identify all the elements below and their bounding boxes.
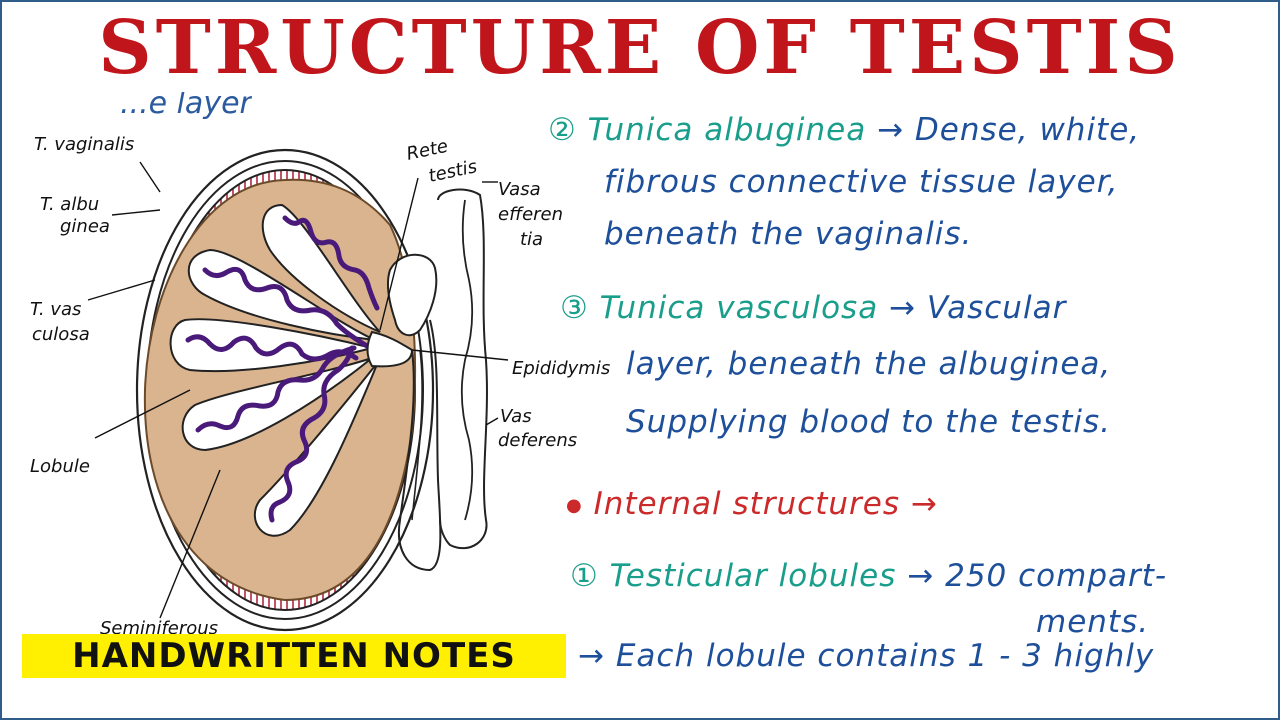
tunica-albuginea-line3: beneath the vaginalis. bbox=[604, 216, 973, 252]
lobule bbox=[261, 203, 381, 333]
pointer-rete-testis bbox=[379, 177, 419, 331]
pointer-epididymis bbox=[411, 349, 509, 361]
arrow-icon: → bbox=[877, 112, 905, 148]
pointer-t-vasculosa bbox=[87, 279, 156, 301]
lobules bbox=[169, 203, 381, 537]
internal-structures-heading: ● Internal structures → bbox=[566, 486, 938, 522]
label-lobule: Lobule bbox=[30, 456, 90, 477]
page-title: STRUCTURE OF TESTIS bbox=[98, 5, 1182, 91]
arrow-icon: → bbox=[578, 638, 605, 674]
label-t-albuginea-2: ginea bbox=[60, 216, 110, 237]
pointer-t-albuginea bbox=[111, 209, 161, 216]
testicular-lobules-line2: ments. bbox=[1036, 604, 1150, 640]
vas-deferens bbox=[437, 188, 488, 550]
testicular-lobules-line3: → Each lobule contains 1 - 3 highly bbox=[578, 638, 1154, 674]
label-vas-deferens-1: Vas bbox=[500, 406, 532, 427]
heading-text: Tunica vasculosa bbox=[599, 290, 879, 326]
label-vasa-efferentia-3: tia bbox=[520, 229, 543, 250]
pointer-t-vaginalis bbox=[139, 161, 161, 193]
number-badge: ③ bbox=[560, 290, 589, 326]
arrow-icon: → bbox=[889, 290, 917, 326]
line-1: Vascular bbox=[926, 290, 1067, 326]
line-1: 250 compart- bbox=[945, 558, 1168, 594]
tubule bbox=[185, 334, 359, 362]
tunica-vaginalis-outer bbox=[135, 148, 435, 632]
label-t-vasculosa-2: culosa bbox=[32, 324, 90, 345]
bullet-icon: ● bbox=[566, 495, 583, 516]
label-t-vaginalis: T. vaginalis bbox=[34, 134, 134, 155]
handwritten-notes-badge: HANDWRITTEN NOTES bbox=[22, 634, 566, 678]
tunica-vasculosa-line2: layer, beneath the albuginea, bbox=[626, 346, 1112, 382]
tubule bbox=[282, 215, 380, 311]
label-vasa-efferentia-2: efferen bbox=[498, 204, 563, 225]
pointer-lobule bbox=[94, 389, 191, 439]
tunica-vasculosa-line3: Supplying blood to the testis. bbox=[626, 404, 1112, 440]
vas-deferens-wave bbox=[460, 199, 474, 521]
heading-text: Internal structures bbox=[593, 486, 900, 522]
arrow-icon: → bbox=[910, 486, 938, 522]
number-badge: ② bbox=[548, 112, 577, 148]
pointer-vas-deferens bbox=[485, 417, 499, 426]
label-vas-deferens-2: deferens bbox=[498, 430, 577, 451]
line-3-text: Each lobule contains 1 - 3 highly bbox=[615, 638, 1155, 674]
label-rete-testis-2: testis bbox=[427, 156, 479, 187]
label-rete-testis-1: Rete bbox=[405, 136, 450, 165]
label-t-albuginea-1: T. albu bbox=[40, 194, 99, 215]
epididymis-inner bbox=[411, 349, 423, 521]
arrow-icon: → bbox=[907, 558, 935, 594]
pointer-seminiferous bbox=[159, 469, 221, 619]
label-t-vasculosa-1: T. vas bbox=[30, 299, 81, 320]
label-vasa-efferentia-1: Vasa bbox=[498, 179, 541, 200]
tunica-albuginea-heading: ② Tunica albuginea → Dense, white, bbox=[548, 112, 1140, 148]
tubule bbox=[195, 345, 357, 433]
seminiferous-tubules bbox=[185, 215, 380, 523]
line-1: Dense, white, bbox=[914, 112, 1141, 148]
number-badge: ① bbox=[570, 558, 599, 594]
tubule bbox=[202, 266, 370, 349]
heading-text: Tunica albuginea bbox=[587, 112, 867, 148]
label-epididymis: Epididymis bbox=[512, 358, 610, 379]
heading-text: Testicular lobules bbox=[609, 558, 897, 594]
tubule bbox=[268, 345, 355, 523]
testis-diagram: T. vaginalis T. albu ginea T. vas culosa… bbox=[30, 134, 610, 639]
tunica-vasculosa-heading: ③ Tunica vasculosa → Vascular bbox=[560, 290, 1066, 326]
lobule bbox=[253, 361, 379, 537]
label-seminiferous: Seminiferous bbox=[100, 618, 218, 639]
epididymis-head bbox=[386, 253, 438, 337]
epididymis-body bbox=[397, 319, 442, 572]
tunica-albuginea-line2: fibrous connective tissue layer, bbox=[604, 164, 1119, 200]
testicular-lobules-heading: ① Testicular lobules → 250 compart- bbox=[570, 558, 1167, 594]
rete-testis bbox=[366, 330, 414, 368]
cut-off-text: ...e layer bbox=[120, 86, 252, 121]
